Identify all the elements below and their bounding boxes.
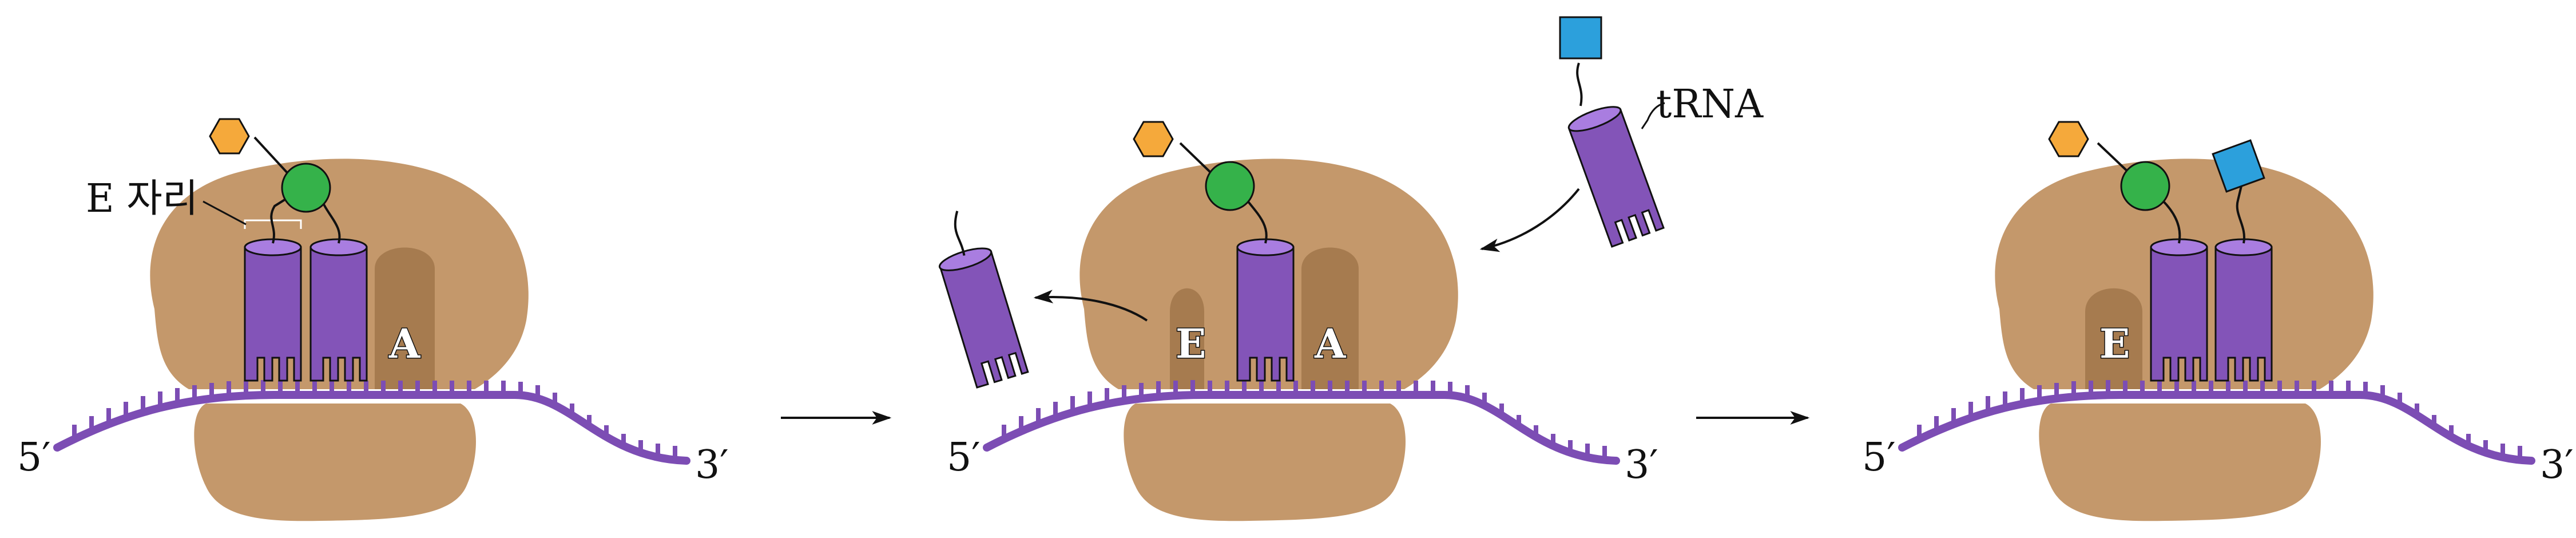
five-prime-label: 5′ (947, 435, 981, 480)
site-label-a: A (388, 320, 421, 367)
panel-3: E 5′ 3′ (1862, 121, 2574, 521)
ribosome-small-subunit (194, 404, 476, 521)
mrna-strand (53, 391, 690, 465)
circle-amino-acid-icon (2120, 161, 2170, 211)
five-prime-label: 5′ (17, 435, 51, 480)
a-site-pocket (1301, 247, 1359, 389)
hexagon-amino-acid-icon (2048, 121, 2089, 157)
trna-p-site (1236, 238, 1295, 382)
e-site-leader-line (203, 200, 247, 226)
curved-arrow-icon (1033, 290, 1148, 322)
ribosome-small-subunit (1124, 404, 1406, 521)
mrna-strand (1898, 391, 2535, 465)
ribosome-small-subunit (2039, 404, 2321, 521)
mrna-codon-ticks (72, 380, 677, 460)
trna-a-site (2214, 238, 2273, 382)
trna-label: tRNA (1656, 82, 1764, 127)
square-amino-acid-icon (2212, 139, 2265, 193)
departing-trna (938, 211, 1029, 389)
trna-right (309, 238, 368, 382)
mrna-strand (983, 391, 1620, 465)
a-site-pocket (375, 247, 435, 389)
trna-leader-line (1641, 102, 1665, 129)
three-prime-label: 3′ (2540, 442, 2574, 488)
e-site-label: E 자리 (86, 176, 198, 221)
curved-arrow-icon (1479, 188, 1580, 252)
panel-2: E A 5′ 3′ tRNA (938, 16, 1764, 521)
three-prime-label: 3′ (695, 442, 729, 488)
three-prime-label: 3′ (1625, 442, 1658, 488)
site-label-e: E (1176, 320, 1206, 367)
site-label-e: E (2099, 320, 2130, 367)
hexagon-amino-acid-icon (209, 118, 250, 155)
square-amino-acid-icon (1559, 16, 1602, 60)
mrna-codon-ticks (1917, 380, 2522, 460)
incoming-trna (1567, 106, 1665, 248)
trna-left (244, 238, 302, 382)
site-label-a: A (1314, 320, 1347, 367)
hexagon-amino-acid-icon (1133, 121, 1174, 157)
circle-amino-acid-icon (281, 163, 331, 213)
mrna-codon-ticks (1002, 380, 1607, 460)
panel-1: A 5′ 3′ E 자리 (17, 118, 729, 521)
e-site-pocket (2085, 288, 2142, 389)
e-site-pocket (1170, 288, 1204, 389)
circle-amino-acid-icon (1205, 161, 1255, 211)
five-prime-label: 5′ (1862, 435, 1896, 480)
trna-p-site (2150, 238, 2208, 382)
